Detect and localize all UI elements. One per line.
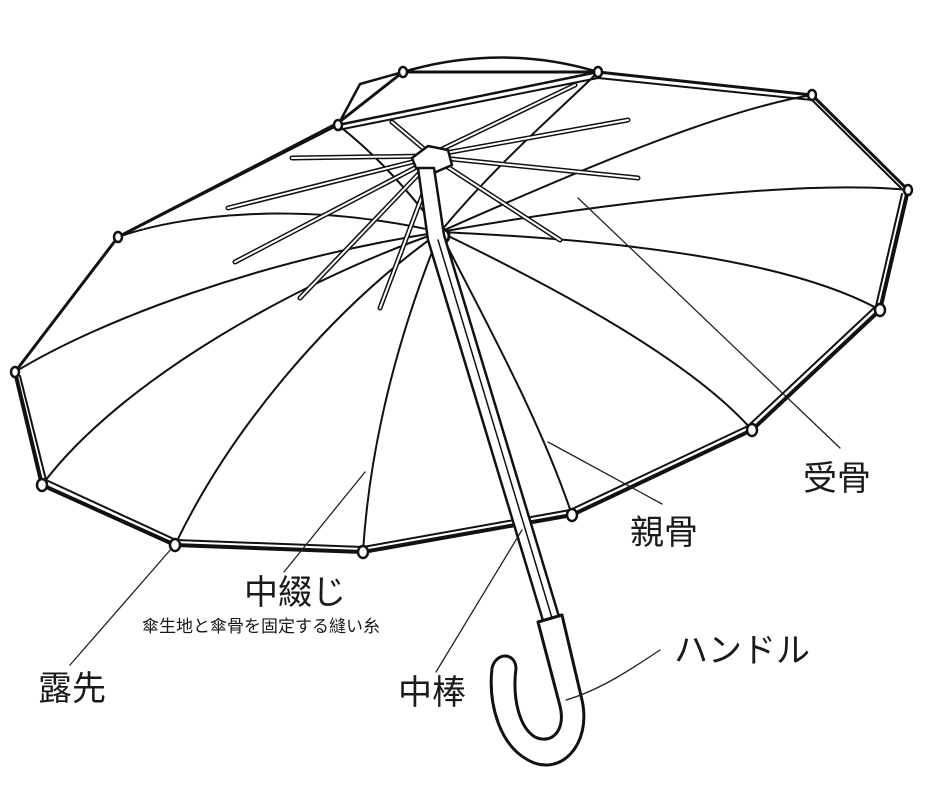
- canopy-front-edge: [13, 188, 910, 554]
- shaft: [416, 166, 562, 626]
- shaft-inner: [437, 239, 553, 619]
- handle-grip: [489, 613, 586, 767]
- canopy-front-edge-inner: [19, 193, 903, 548]
- runner: [410, 144, 454, 174]
- label-nakabou: 中棒: [398, 673, 466, 713]
- label-nakatoji-description: 傘生地と傘骨を固定する縫い糸: [142, 617, 380, 637]
- canopy-inner-rim: [337, 77, 906, 193]
- leader-ukebone: [577, 197, 841, 449]
- canopy-back-panel: [116, 56, 600, 239]
- label-ukebone: 受骨: [803, 459, 871, 499]
- leader-lines: [69, 197, 841, 701]
- leader-tsuyusaki: [69, 547, 173, 666]
- label-oyabone: 親骨: [630, 513, 698, 553]
- leader-nakatoji: [283, 471, 366, 573]
- label-nakatoji: 中綴じ: [244, 573, 346, 613]
- label-handle: ハンドル: [674, 631, 810, 671]
- label-tsuyusaki: 露先: [38, 669, 106, 709]
- leader-handle: [565, 649, 661, 701]
- leader-nakabou: [435, 529, 523, 673]
- leader-oyabone: [547, 441, 663, 505]
